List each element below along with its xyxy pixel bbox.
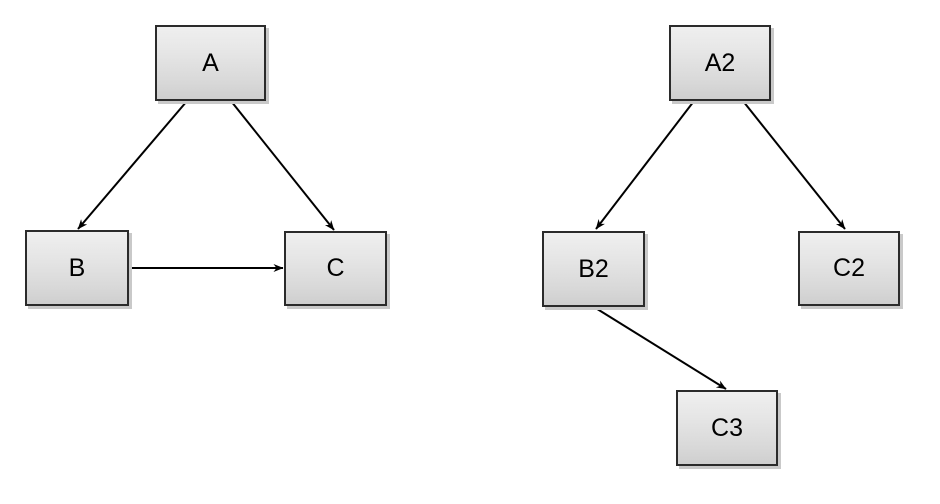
node-label: C — [326, 254, 345, 282]
node-c3[interactable]: C3 — [676, 390, 778, 466]
node-b2[interactable]: B2 — [542, 231, 645, 307]
node-label: C2 — [833, 254, 865, 282]
node-label: A — [202, 48, 219, 77]
edge-a2-to-c2 — [742, 100, 846, 230]
node-label: B2 — [578, 254, 609, 283]
node-label: B — [68, 253, 86, 282]
node-a[interactable]: A — [155, 25, 266, 101]
edge-b2-to-c3 — [593, 306, 727, 390]
node-c[interactable]: C — [284, 231, 387, 306]
node-label: C3 — [711, 413, 743, 442]
edge-a-to-b — [77, 100, 188, 230]
node-c2[interactable]: C2 — [798, 231, 900, 306]
node-a2[interactable]: A2 — [669, 25, 771, 101]
edge-a2-to-b2 — [595, 100, 695, 230]
node-b[interactable]: B — [25, 230, 129, 306]
node-label: A2 — [704, 48, 736, 77]
edge-a-to-c — [230, 100, 335, 231]
